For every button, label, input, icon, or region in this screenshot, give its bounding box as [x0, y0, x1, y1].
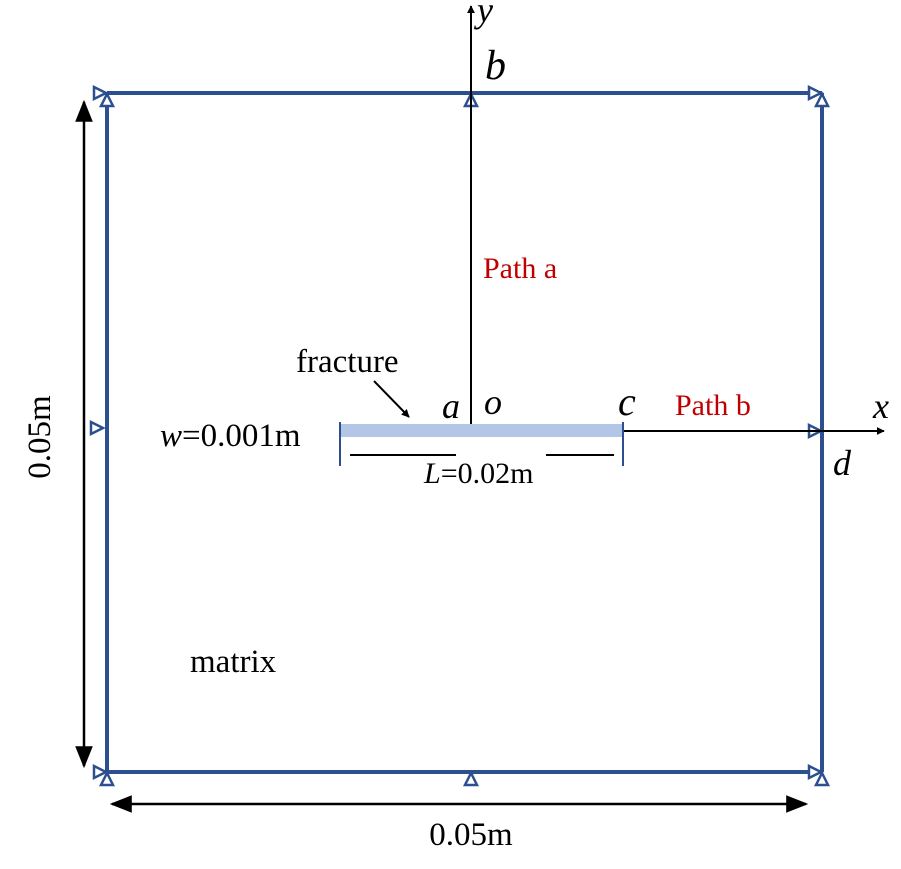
- support-bottom-right-vertical: [813, 770, 831, 787]
- y-axis-label: y: [474, 0, 493, 30]
- fracture-width-label: w=0.001m: [160, 418, 301, 454]
- support-bottom-center: [462, 770, 480, 787]
- fracture-width-value: =0.001m: [182, 418, 301, 454]
- path-b-label: Path b: [675, 389, 751, 422]
- fracture-length-value: =0.02m: [441, 457, 534, 490]
- support-top-right-vertical: [813, 91, 831, 108]
- point-label-b: b: [485, 43, 506, 89]
- support-bottom-right-horizontal: [807, 763, 824, 781]
- fracture-body: [340, 424, 623, 437]
- support-top-left-horizontal: [92, 84, 109, 102]
- matrix-label: matrix: [190, 644, 277, 680]
- support-bottom-left-horizontal: [92, 763, 109, 781]
- fracture-pointer-arrow: [373, 380, 410, 418]
- fracture-width-symbol: w: [160, 418, 182, 454]
- support-top-right-horizontal: [807, 84, 824, 102]
- point-label-a: a: [442, 386, 460, 426]
- point-label-o: o: [484, 382, 502, 422]
- domain-width-label: 0.05m: [429, 817, 513, 853]
- fracture-length-symbol: L: [423, 457, 441, 490]
- x-axis-label: x: [872, 386, 889, 426]
- path-a-label: Path a: [483, 252, 557, 285]
- fracture-label: fracture: [296, 344, 399, 380]
- domain-height-label: 0.05m: [22, 395, 58, 479]
- support-left-middle: [89, 419, 106, 437]
- support-bottom-left-vertical: [98, 770, 116, 787]
- support-top-left-vertical: [98, 91, 116, 108]
- fracture-length-label: L=0.02m: [423, 457, 533, 490]
- point-label-d: d: [833, 443, 852, 483]
- matrix-domain-boundary: [105, 91, 824, 774]
- point-label-c: c: [618, 379, 636, 424]
